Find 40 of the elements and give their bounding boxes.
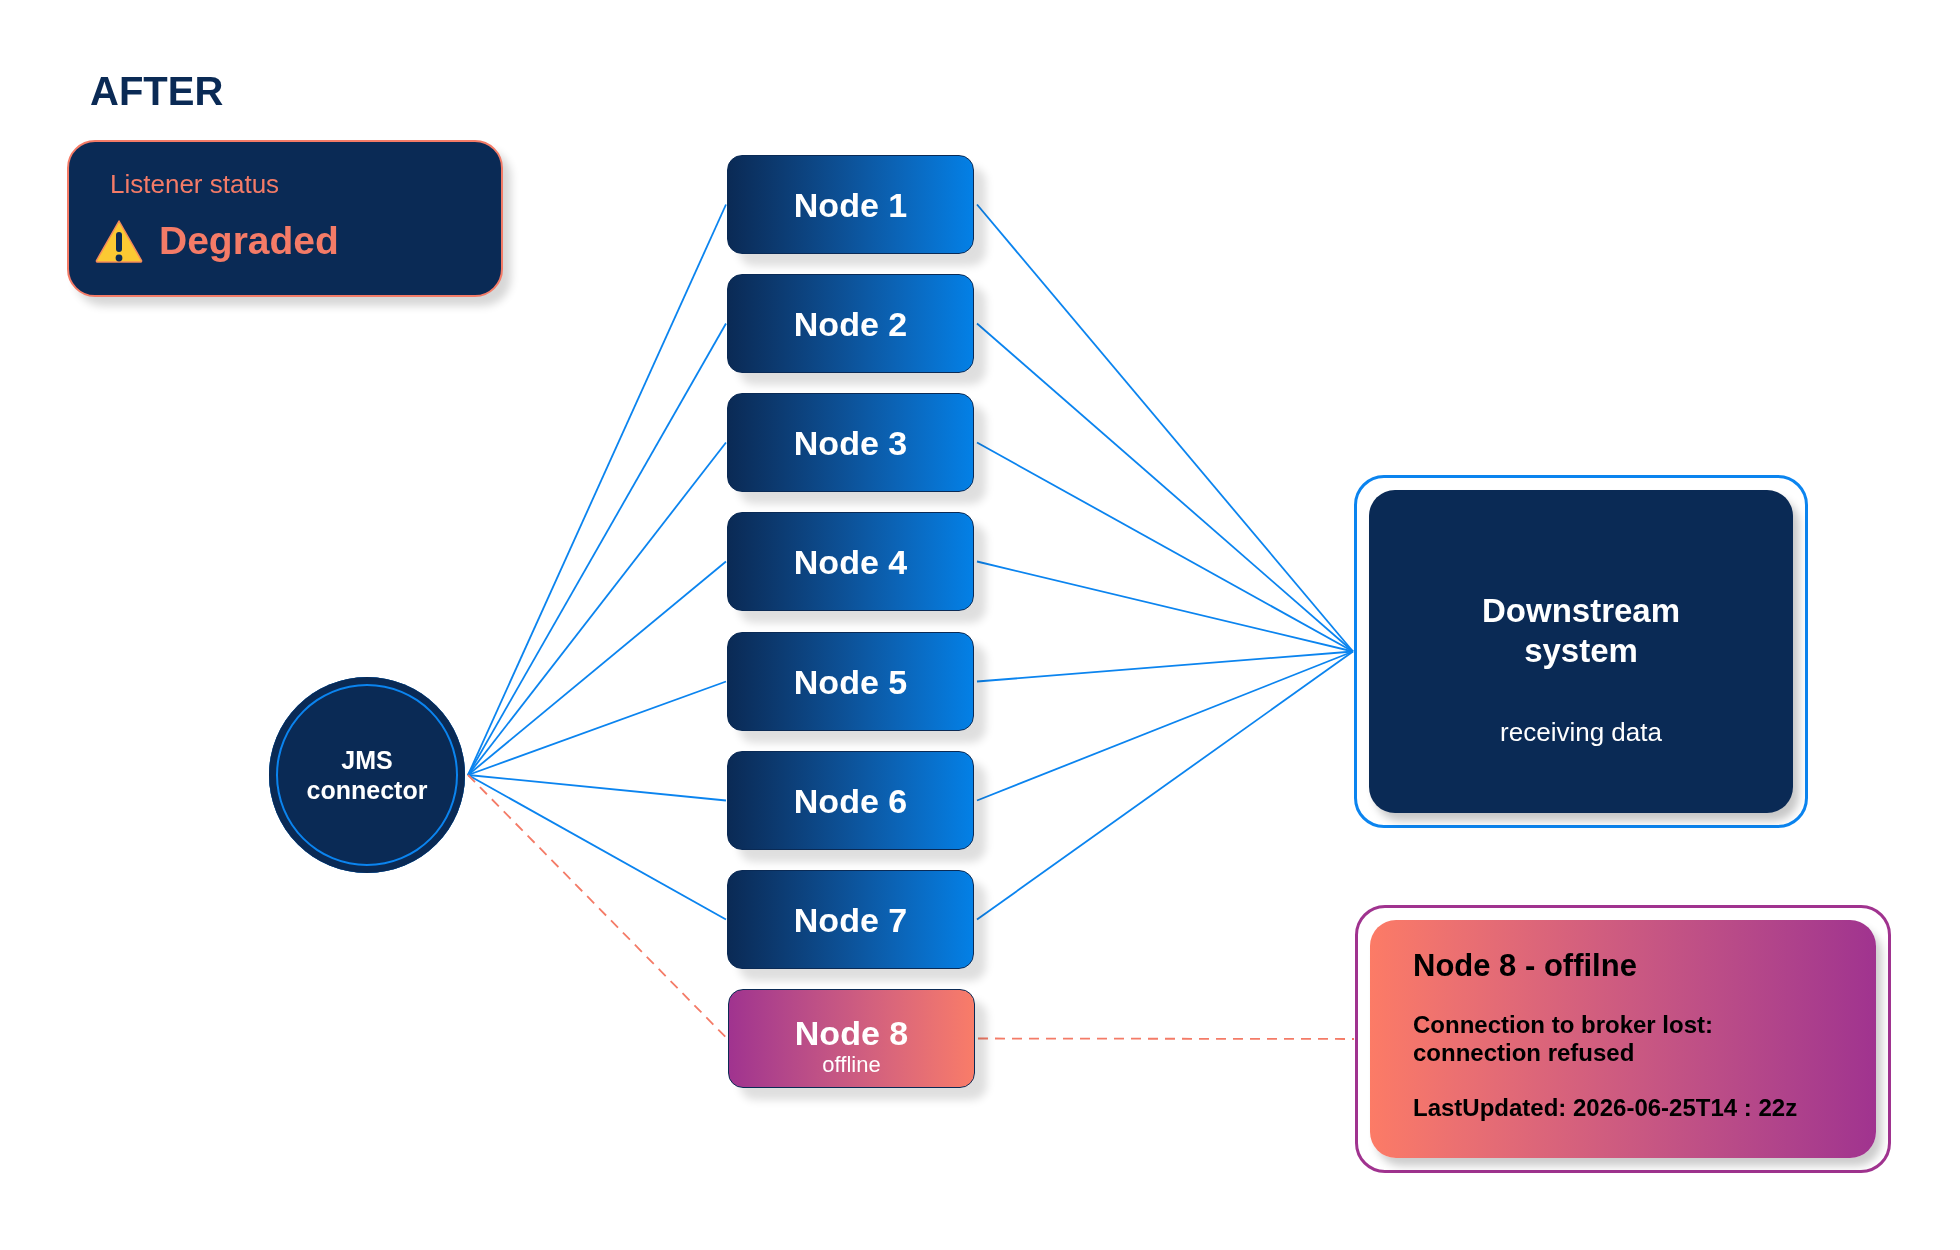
dashed-connector-line — [977, 1037, 1355, 1040]
connector-line — [976, 203, 1354, 653]
node-box — [727, 512, 974, 611]
connector-line — [976, 322, 1354, 653]
alert-message: Connection to broker lost: connection refused — [1413, 1011, 1714, 1067]
node-box — [727, 870, 974, 969]
status-value: Degraded — [159, 218, 339, 264]
connector-line — [467, 680, 727, 776]
system-subtitle: receiving data — [1500, 716, 1662, 747]
node-label: Node 3 — [793, 422, 908, 463]
connector-line — [467, 322, 727, 776]
node-status: offline — [822, 1051, 881, 1078]
alert-title: Node 8 - offilne — [1413, 948, 1638, 984]
node-box — [727, 274, 974, 373]
node-box — [727, 751, 974, 850]
node-box — [727, 155, 974, 254]
node-label: Node 5 — [793, 661, 908, 702]
node-label: Node 2 — [793, 303, 908, 344]
node-label: Node 1 — [793, 184, 908, 225]
system-title: Downstream system — [1480, 590, 1682, 671]
connector-line — [976, 650, 1354, 683]
node-box — [727, 632, 974, 731]
node-label: Node 7 — [793, 899, 908, 940]
connector-line — [467, 441, 727, 776]
connector-line — [467, 774, 727, 802]
dashed-connector-line — [467, 774, 728, 1040]
connector-line — [976, 650, 1354, 921]
status-card — [67, 140, 503, 297]
node-label: JMS connector — [305, 745, 429, 805]
connector-line — [467, 774, 727, 921]
node-label: Node 8 — [794, 1013, 909, 1052]
node-label: Node 6 — [793, 780, 908, 821]
offline-node-box — [728, 989, 975, 1088]
title: AFTER — [90, 71, 224, 111]
status-caption: Listener status — [110, 168, 281, 200]
alert-frame — [1355, 905, 1891, 1173]
node-box — [727, 393, 974, 492]
alert-message: LastUpdated: 2026-06-25T14 : 22z — [1413, 1094, 1799, 1122]
node-label: Node 4 — [793, 541, 908, 582]
connector-line — [467, 560, 727, 776]
